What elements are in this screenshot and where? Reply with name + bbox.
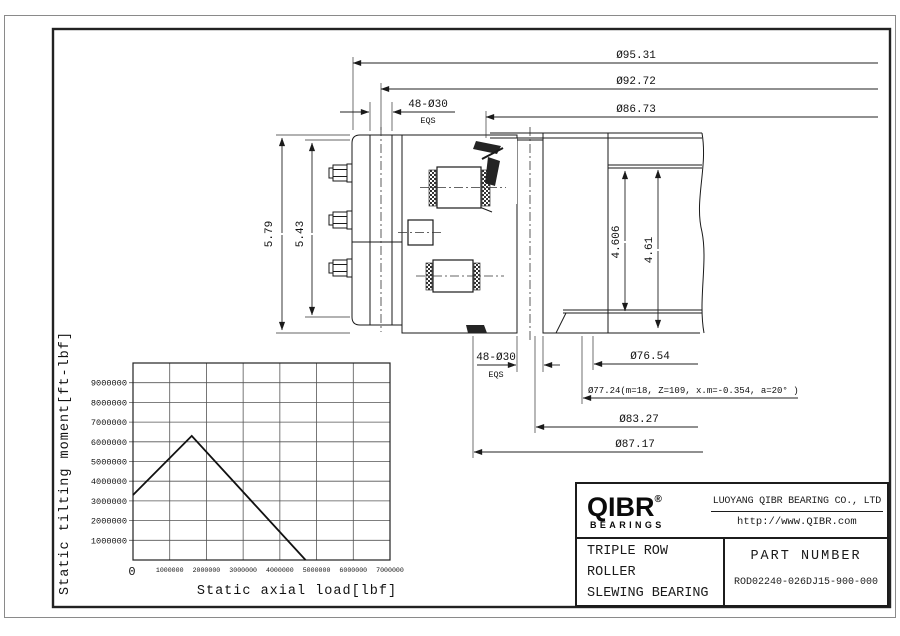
x-tick-label: 4000000 [266,567,294,574]
x-tick-label: 7000000 [376,567,404,574]
y-tick-label: 6000000 [91,438,127,448]
y-tick-label: 9000000 [91,379,127,389]
bolt-callout-bottom-sub: EQS [488,370,503,380]
dim-id-3: Ø87.17 [615,439,655,451]
x-tick-label: 3000000 [229,567,257,574]
dim-height-1: 5.79 [264,221,276,247]
bearing-cross-section [328,127,705,340]
product-line: SLEWING BEARING [587,585,709,601]
break-line [699,132,705,334]
product-line: TRIPLE ROW [587,544,669,559]
y-tick-label: 4000000 [91,477,127,487]
y-tick-label: 2000000 [91,517,127,527]
static-capacity-curve [132,434,307,561]
title-block: QIBR® BEARINGS LUOYANG QIBR BEARING CO.,… [575,482,889,607]
y-tick-label: 5000000 [91,458,127,468]
logo-text: QIBR [587,492,655,522]
chart-y-axis-title: Static tilting moment[ft-lbf] [58,331,73,595]
y-tick-label: 7000000 [91,418,127,428]
bolt [328,258,353,278]
dim-id-2: Ø83.27 [619,414,659,426]
title-block-body-row: TRIPLE ROW ROLLER SLEWING BEARING PART N… [577,539,887,605]
gear-section [543,132,705,334]
title-block-header-row: QIBR® BEARINGS LUOYANG QIBR BEARING CO.,… [577,484,887,539]
x-tick-label: 1000000 [156,567,184,574]
bolt [328,210,353,230]
bolt-callout-top: 48-Ø30 [408,99,448,111]
x-tick-label: 2000000 [193,567,221,574]
chart-plot-area [132,362,391,561]
product-line: ROLLER [587,564,636,580]
dimension-labels: Ø95.31 Ø92.72 Ø86.73 48-Ø30 EQS 5.79 5.4… [264,50,799,451]
x-tick-label: 6000000 [339,567,367,574]
part-number-value: ROD02240-026DJ15-900-000 [733,577,879,588]
dim-gear-1: 4.606 [611,225,623,258]
bolt-callout-top-sub: EQS [420,116,435,126]
logo-subtitle: BEARINGS [590,520,665,530]
part-number-label: PART NUMBER [750,549,862,564]
static-load-chart: 1000000 2000000 3000000 4000000 5000000 60000… [91,362,404,579]
y-tick-label: 8000000 [91,398,127,408]
company-logo: QIBR® BEARINGS [577,484,707,537]
company-name: LUOYANG QIBR BEARING CO., LTD [710,494,883,512]
dim-od-3: Ø86.73 [616,104,656,116]
chart-x-axis-title: Static axial load[lbf] [197,584,397,599]
registered-mark: ® [654,494,662,505]
part-number-cell: PART NUMBER ROD02240-026DJ15-900-000 [725,539,887,605]
company-url[interactable]: http://www.QIBR.com [737,515,857,528]
dim-od-2: Ø92.72 [616,76,656,88]
bottom-seal [466,325,487,333]
x-tick-label: 0 [128,565,135,579]
y-tick-label: 3000000 [91,497,127,507]
y-tick-label: 1000000 [91,536,127,546]
x-tick-label: 5000000 [303,567,331,574]
dim-gear-pitch: Ø77.24(m=18, Z=109, x.m=-0.354, a=20° ) [588,386,799,396]
company-info: LUOYANG QIBR BEARING CO., LTD http://www… [707,484,887,537]
dimension-lines [276,57,878,458]
top-seal [473,141,501,154]
dim-id-1: Ø76.54 [630,351,670,363]
bolt-callout-bottom: 48-Ø30 [476,352,516,364]
sheet-border [4,15,896,618]
product-description: TRIPLE ROW ROLLER SLEWING BEARING [577,539,725,605]
dim-height-2: 5.43 [295,221,307,247]
dim-od-1: Ø95.31 [616,50,656,62]
bolt [328,163,353,183]
dim-gear-2: 4.61 [644,236,656,263]
